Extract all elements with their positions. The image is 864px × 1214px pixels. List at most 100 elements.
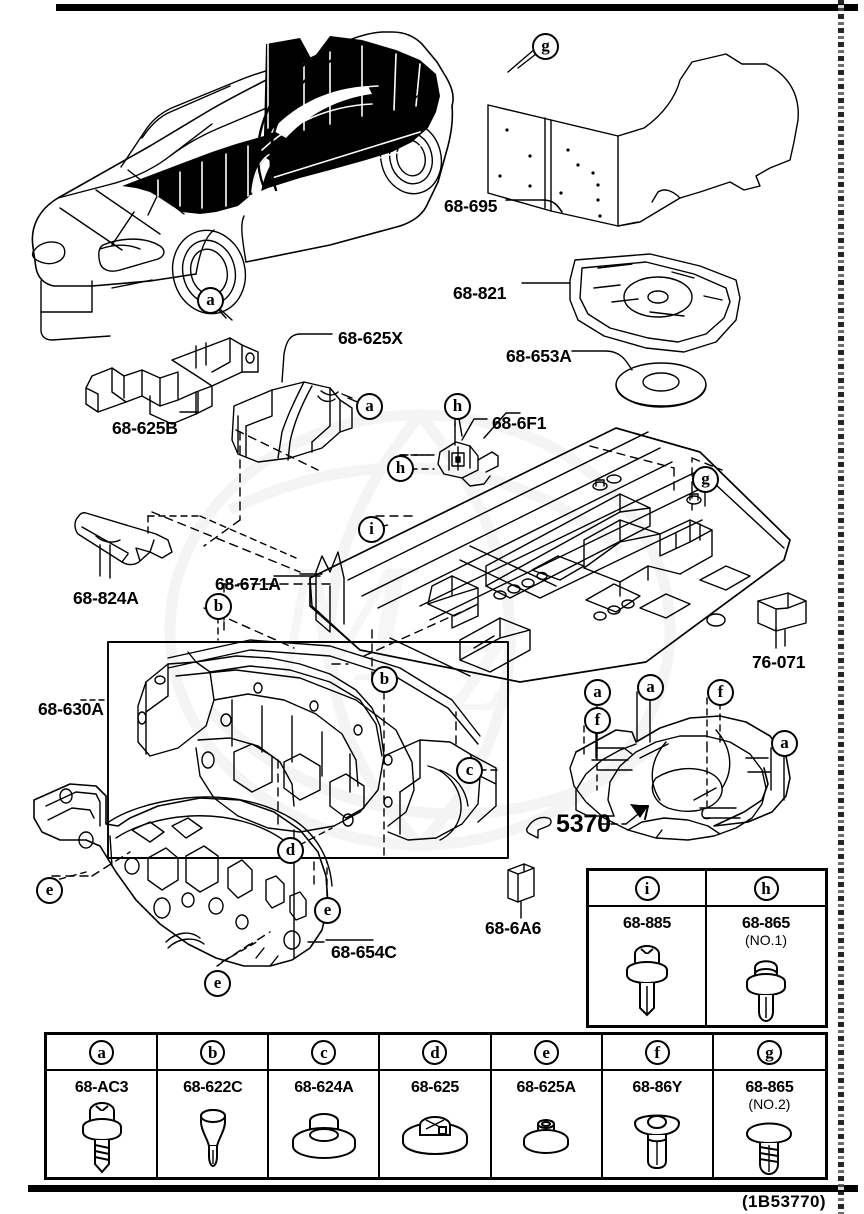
- callout-e[interactable]: e: [36, 877, 63, 904]
- legend-column-d: d 68-625: [380, 1035, 492, 1177]
- callout-a[interactable]: a: [771, 730, 798, 757]
- callout-a[interactable]: a: [637, 674, 664, 701]
- callout-a[interactable]: a: [197, 287, 224, 314]
- push-rivet-round-icon: [707, 948, 825, 1025]
- clip-cone-icon: [158, 1096, 267, 1177]
- clip-flat-disc-icon: [380, 1096, 489, 1177]
- nut-flange-icon: [492, 1096, 601, 1177]
- part-label-76-071: 76-071: [752, 652, 806, 672]
- callout-i[interactable]: i: [358, 516, 385, 543]
- callout-stems: [48, 46, 785, 967]
- callout-h[interactable]: h: [387, 455, 414, 482]
- callout-d[interactable]: d: [277, 837, 304, 864]
- legend-part-number: 68-622C: [183, 1079, 243, 1096]
- part-68-654C: [33, 783, 333, 967]
- part-label-68-6A6: 68-6A6: [485, 918, 542, 938]
- legend-column-h: h 68-865 (NO.1): [707, 871, 825, 1025]
- part-68-6F1: [399, 408, 499, 487]
- document-code: (1B53770): [742, 1192, 826, 1211]
- pin-round-head-icon: [603, 1096, 712, 1177]
- callout-g[interactable]: g: [532, 33, 559, 60]
- legend-part-sub: (NO.1): [745, 932, 787, 948]
- part-68-824A: [74, 512, 297, 579]
- legend-column-b: b 68-622C: [158, 1035, 270, 1177]
- legend-column-i: i 68-885: [589, 871, 707, 1025]
- part-68-6A6: [507, 863, 535, 919]
- legend-body-h: 68-865 (NO.1): [707, 907, 825, 1025]
- callout-b[interactable]: b: [200, 1039, 226, 1065]
- part-label-68-824A: 68-824A: [73, 588, 139, 608]
- callout-g[interactable]: g: [756, 1039, 782, 1065]
- label-leaders: [99, 412, 786, 941]
- legend-header-a: a: [47, 1035, 157, 1071]
- legend-body-b: 68-622C: [158, 1071, 267, 1177]
- legend-part-number: 68-624A: [294, 1079, 354, 1096]
- part-68-695: [487, 47, 799, 227]
- part-label-68-653A: 68-653A: [506, 346, 572, 366]
- legend-body-d: 68-625: [380, 1071, 489, 1177]
- bottom-rule: [28, 1185, 858, 1192]
- callout-b[interactable]: b: [371, 666, 398, 693]
- legend-body-f: 68-86Y: [603, 1071, 712, 1177]
- legend-body-c: 68-624A: [269, 1071, 378, 1177]
- legend-part-sub: (NO.2): [748, 1096, 791, 1112]
- callout-a[interactable]: a: [356, 393, 383, 420]
- legend-part-number: 68-865: [741, 915, 791, 932]
- part-label-68-671A: 68-671A: [215, 574, 281, 594]
- callout-c[interactable]: c: [456, 757, 483, 784]
- legend-header-g: g: [713, 1035, 825, 1071]
- callout-c[interactable]: c: [311, 1039, 337, 1065]
- screw-cross-head-icon: [47, 1096, 156, 1177]
- callout-f[interactable]: f: [707, 679, 734, 706]
- legend-header-i: i: [589, 871, 705, 907]
- callout-h[interactable]: h: [444, 393, 471, 420]
- svg-text:M: M: [268, 529, 420, 717]
- legend-body-g: 68-865 (NO.2): [714, 1071, 825, 1177]
- top-rule: [56, 4, 858, 11]
- part-label-68-625X: 68-625X: [338, 328, 403, 348]
- callout-d[interactable]: d: [422, 1039, 448, 1065]
- legend-part-number: 68-AC3: [74, 1079, 129, 1096]
- background-watermark: M z: [120, 380, 740, 940]
- legend-column-c: c 68-624A: [269, 1035, 381, 1177]
- legend-body-i: 68-885: [589, 907, 705, 1025]
- legend-column-e: e 68-625A: [491, 1035, 603, 1177]
- legend-part-number: 68-865: [745, 1079, 794, 1096]
- callout-i[interactable]: i: [634, 875, 660, 901]
- section-label-5370: 5370: [556, 810, 611, 838]
- legend-part-number: 68-86Y: [632, 1079, 683, 1096]
- part-68-653A: [571, 350, 707, 408]
- scan-edge-artifact: [838, 0, 844, 1214]
- legend-header-h: h: [707, 871, 825, 907]
- callout-e[interactable]: e: [204, 970, 231, 997]
- legend-body-e: 68-625A: [492, 1071, 601, 1177]
- callout-e[interactable]: e: [533, 1039, 559, 1065]
- legend-header-e: e: [491, 1035, 601, 1071]
- part-76-071: [757, 592, 807, 649]
- callout-a[interactable]: a: [584, 679, 611, 706]
- legend-body-a: 68-AC3: [47, 1071, 156, 1177]
- legend-column-f: f 68-86Y: [602, 1035, 714, 1177]
- screw-cross-head-icon: [589, 932, 705, 1025]
- vehicle-illustration: [31, 31, 454, 341]
- push-rivet-dome-icon: [714, 1112, 825, 1177]
- legend-part-number: 68-625: [410, 1079, 459, 1096]
- legend-column-a: a 68-AC3: [47, 1035, 159, 1177]
- callout-e[interactable]: e: [314, 897, 341, 924]
- callout-g[interactable]: g: [692, 466, 719, 493]
- part-label-68-630A: 68-630A: [38, 699, 104, 719]
- callout-f[interactable]: f: [644, 1039, 670, 1065]
- legend-column-g: g 68-865 (NO.2): [713, 1035, 825, 1177]
- callout-b[interactable]: b: [205, 593, 232, 620]
- part-68-671A: [273, 427, 791, 683]
- callout-a[interactable]: a: [89, 1039, 115, 1065]
- part-68-625X: [231, 333, 353, 463]
- legend-table-upper: i 68-885 h: [586, 868, 828, 1028]
- part-label-68-821: 68-821: [453, 283, 507, 303]
- part-label-68-654C: 68-654C: [331, 942, 397, 962]
- callout-f[interactable]: f: [584, 707, 611, 734]
- part-label-68-625B: 68-625B: [112, 418, 178, 438]
- part-68-821: [521, 253, 741, 353]
- part-label-68-6F1: 68-6F1: [492, 413, 547, 433]
- callout-h[interactable]: h: [753, 875, 779, 901]
